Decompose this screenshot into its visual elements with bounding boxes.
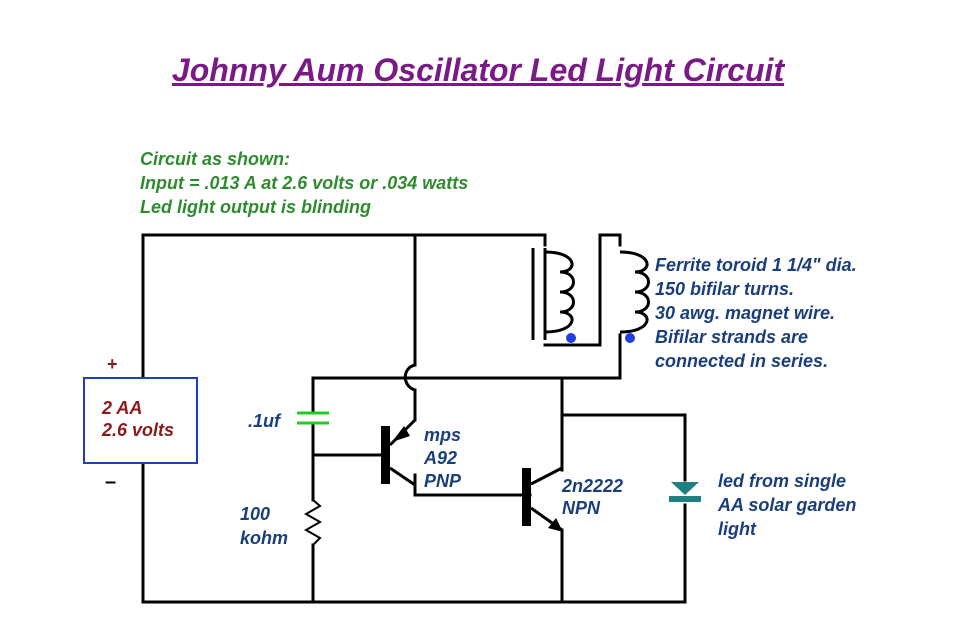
wire-crossover	[403, 363, 416, 392]
resistor-label: 100 kohm	[240, 502, 288, 550]
wire-coil2-to-cap	[311, 333, 622, 412]
phase-dot-2	[625, 333, 635, 343]
npn-line: 2n2222	[562, 476, 624, 496]
circuit-note-line: Input = .013 A at 2.6 volts or .034 watt…	[140, 173, 469, 193]
resistor	[303, 499, 323, 546]
led-line: led from single	[718, 471, 847, 491]
battery-box	[83, 377, 198, 464]
toroid-note-line: 150 bifilar turns.	[655, 279, 795, 299]
npn-line: NPN	[562, 498, 601, 518]
circuit-notes: Circuit as shown: Input = .013 A at 2.6 …	[140, 147, 468, 219]
toroid-core	[531, 248, 547, 340]
coil-2	[619, 250, 650, 334]
led-line: AA solar garden	[718, 495, 857, 515]
led-line: light	[718, 519, 756, 539]
phase-dot-1	[566, 333, 576, 343]
pnp-base-bar	[381, 426, 390, 484]
wires	[141, 233, 687, 604]
resistor-line: 100	[240, 504, 271, 524]
led-label: led from single AA solar garden light	[718, 469, 856, 541]
pnp-label: mps A92 PNP	[424, 424, 461, 493]
wire-to-coil1	[413, 233, 547, 247]
wire-npn-collector-to-led	[560, 413, 687, 482]
pnp-line: PNP	[424, 471, 462, 491]
battery-label: 2 AA 2.6 volts	[102, 397, 174, 441]
pnp-line: mps	[424, 425, 462, 445]
capacitor	[297, 411, 329, 425]
toroid-note-line: 30 awg. magnet wire.	[655, 303, 836, 323]
wire-cap-to-base	[311, 423, 387, 457]
diagram-title: Johnny Aum Oscillator Led Light Circuit	[171, 52, 785, 88]
toroid-notes: Ferrite toroid 1 1/4" dia. 150 bifilar t…	[655, 253, 857, 373]
npn-label: 2n2222 NPN	[562, 475, 623, 519]
battery-plus: +	[107, 354, 118, 374]
toroid-note-line: connected in series.	[655, 351, 829, 371]
battery-minus: –	[105, 471, 116, 493]
toroid-note-line: Bifilar strands are	[655, 327, 809, 347]
battery-line-2: 2.6 volts	[102, 420, 175, 440]
led-symbol	[669, 482, 701, 502]
toroid-note-line: Ferrite toroid 1 1/4" dia.	[655, 255, 857, 275]
circuit-note-line: Circuit as shown:	[140, 149, 291, 169]
circuit-note-line: Led light output is blinding	[140, 197, 371, 217]
battery-line-1: 2 AA	[102, 398, 143, 418]
pnp-arrow	[392, 426, 410, 442]
pnp-line: A92	[424, 448, 458, 468]
coil-1	[544, 250, 575, 334]
wire-coil1-to-coil2	[543, 233, 622, 347]
capacitor-label: .1uf	[248, 411, 281, 431]
npn-arrow	[548, 518, 563, 532]
npn-base-bar	[522, 468, 531, 526]
wire-bottom-rail	[141, 461, 687, 604]
resistor-line: kohm	[240, 528, 289, 548]
